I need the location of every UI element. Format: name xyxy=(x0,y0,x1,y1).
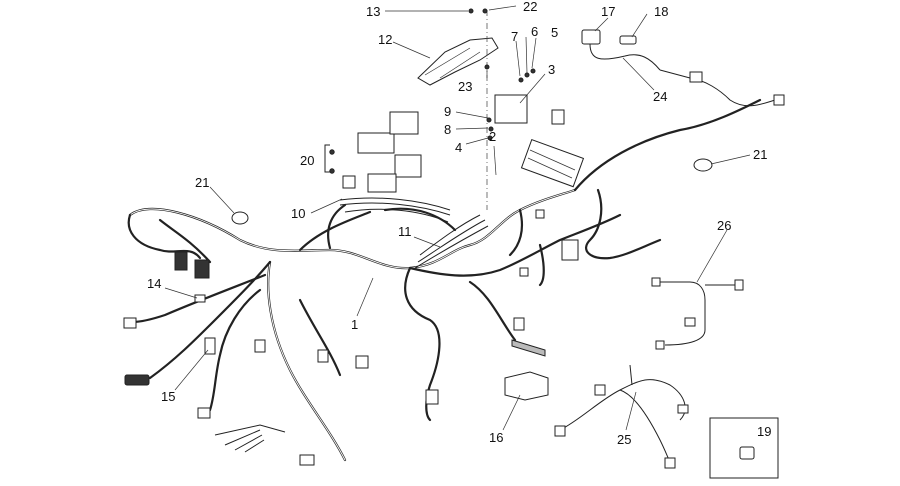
callout-9: 9 xyxy=(444,104,451,119)
callout-26: 26 xyxy=(717,218,731,233)
clamp-21a xyxy=(231,211,249,225)
callout-3: 3 xyxy=(548,62,555,77)
callout-20: 20 xyxy=(300,153,314,168)
connector-15 xyxy=(124,374,150,386)
callout-13: 13 xyxy=(366,4,380,19)
callout-7: 7 xyxy=(511,29,518,44)
callout-14: 14 xyxy=(147,276,161,291)
callout-10: 10 xyxy=(291,206,305,221)
callout-22: 22 xyxy=(523,0,537,14)
fuse-box xyxy=(520,139,585,188)
callout-19: 19 xyxy=(757,424,771,439)
callout-17: 17 xyxy=(601,4,615,19)
main-wiring-harness xyxy=(127,98,762,462)
callout-1: 1 xyxy=(351,317,358,332)
relay-10 xyxy=(342,175,356,189)
callout-15: 15 xyxy=(161,389,175,404)
callout-21b: 21 xyxy=(753,147,767,162)
callout-11: 11 xyxy=(398,224,412,239)
connector-14 xyxy=(194,294,206,303)
callout-23: 23 xyxy=(458,79,472,94)
inset-box-19 xyxy=(709,417,779,479)
relay-box xyxy=(494,94,528,124)
callout-2: 2 xyxy=(489,129,496,144)
aux-harness-26 xyxy=(651,277,744,350)
callout-5: 5 xyxy=(551,25,558,40)
sub-harness-25 xyxy=(554,364,689,469)
fuse-18 xyxy=(619,35,637,45)
cover-12 xyxy=(417,37,499,86)
callout-4: 4 xyxy=(455,140,462,155)
callout-6: 6 xyxy=(531,24,538,39)
module-20a xyxy=(357,132,395,154)
callout-25: 25 xyxy=(617,432,631,447)
connector-17 xyxy=(581,29,601,45)
harness-parts xyxy=(123,8,785,479)
callout-24: 24 xyxy=(653,89,667,104)
bracket-16 xyxy=(504,339,549,401)
callout-labels: 1 2 3 4 5 6 7 8 9 10 11 12 13 14 15 16 1… xyxy=(147,0,771,447)
callout-8: 8 xyxy=(444,122,451,137)
callout-12: 12 xyxy=(378,32,392,47)
callout-18: 18 xyxy=(654,4,668,19)
callout-21a: 21 xyxy=(195,175,209,190)
clamp-21b xyxy=(693,158,713,172)
leader-lines xyxy=(164,5,751,431)
callout-16: 16 xyxy=(489,430,503,445)
